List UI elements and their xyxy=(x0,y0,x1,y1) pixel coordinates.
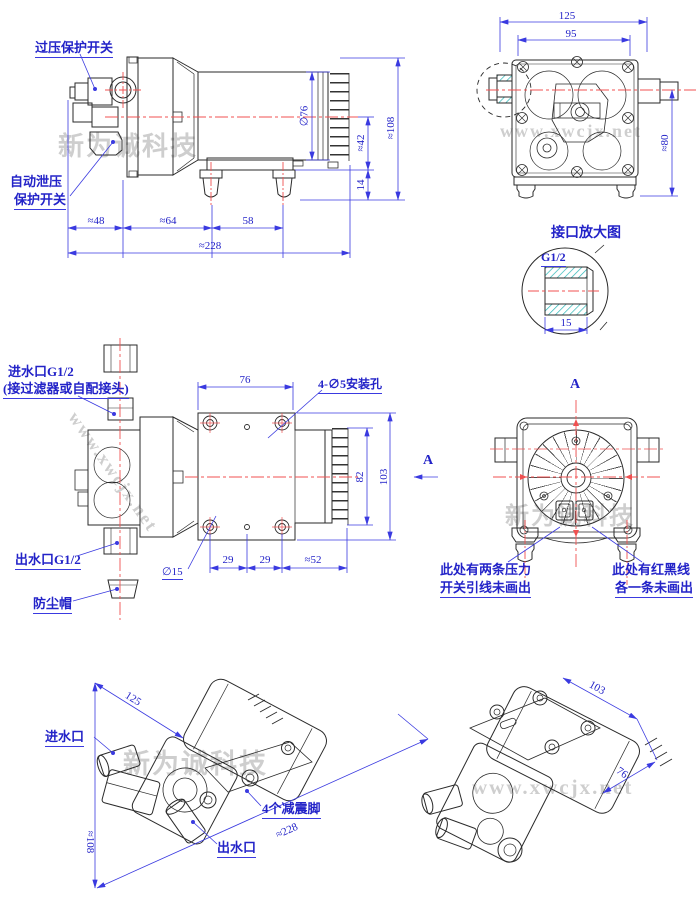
motor-fins-plan xyxy=(332,428,348,525)
a-view-centerlines xyxy=(490,400,665,585)
iso-dim-108: ≈108 xyxy=(84,830,96,854)
inlet-label-line1: 进水口G1/2 xyxy=(8,364,74,379)
a-view-title: A xyxy=(569,377,581,392)
top-view xyxy=(476,56,679,199)
inlet-label-line2: (接过滤器或自配接头) xyxy=(3,378,129,399)
dim-48: ≈48 xyxy=(87,215,105,227)
side-view xyxy=(69,56,350,198)
dim-d15: ∅15 xyxy=(162,566,183,580)
mounting-holes-label: 4-∅5安装孔 xyxy=(318,375,382,394)
iso-left-dimensions xyxy=(92,682,429,889)
dim-95: 95 xyxy=(565,28,577,40)
iso-outlet-label: 出水口 xyxy=(217,837,257,858)
dim-d76: ∅76 xyxy=(298,105,311,127)
outlet-label: 出水口G1/2 xyxy=(15,549,81,570)
iso-view-right xyxy=(421,686,673,863)
dim-42: ≈42 xyxy=(355,134,367,152)
iso-right-dimensions xyxy=(562,677,658,794)
plan-view-dimensions xyxy=(72,382,438,602)
auto-relief-label-line2: 保护开关 xyxy=(14,189,67,210)
callout-right-line1: 此处有红黑线 xyxy=(612,562,691,577)
detail-dimensions xyxy=(544,317,588,334)
view-arrow-label: A xyxy=(422,453,434,468)
a-view-leaders xyxy=(507,526,643,563)
dim-58: 58 xyxy=(242,215,254,227)
dim-64: ≈64 xyxy=(159,215,177,227)
callout-right-line2: 各一条未画出 xyxy=(615,577,694,598)
dim-82: 82 xyxy=(354,471,366,483)
dim-15: 15 xyxy=(560,317,572,329)
dim-29a: 29 xyxy=(222,554,234,566)
callout-left-line1: 此处有两条压力 xyxy=(440,562,532,577)
dim-103: 103 xyxy=(378,468,390,486)
dim-52: ≈52 xyxy=(304,554,322,566)
callout-left-line2: 开关引线未画出 xyxy=(440,577,532,598)
overpressure-switch-label: 过压保护开关 xyxy=(35,37,114,58)
auto-relief-label-line1: 自动泄压 xyxy=(10,174,63,189)
side-view-dimensions xyxy=(67,53,405,258)
side-view-centerlines xyxy=(105,72,358,207)
dust-cap-label: 防尘帽 xyxy=(33,593,73,614)
dim-228: ≈228 xyxy=(198,240,222,252)
iso-inlet-label: 进水口 xyxy=(45,726,85,747)
top-view-dimensions xyxy=(499,17,678,197)
dim-80: ≈80 xyxy=(659,134,671,152)
dim-29b: 29 xyxy=(259,554,271,566)
dim-108: ≈108 xyxy=(385,116,397,140)
iso-feet-label: 4个减震脚 xyxy=(262,798,321,819)
thread-label: G1/2 xyxy=(541,250,566,267)
detail-view xyxy=(521,244,609,335)
motor-fins-side xyxy=(330,73,349,161)
dim-76: 76 xyxy=(239,374,251,386)
detail-view-title: 接口放大图 xyxy=(551,226,621,241)
dim-14: 14 xyxy=(355,179,367,191)
dim-125: 125 xyxy=(558,10,576,22)
a-view xyxy=(494,417,660,562)
